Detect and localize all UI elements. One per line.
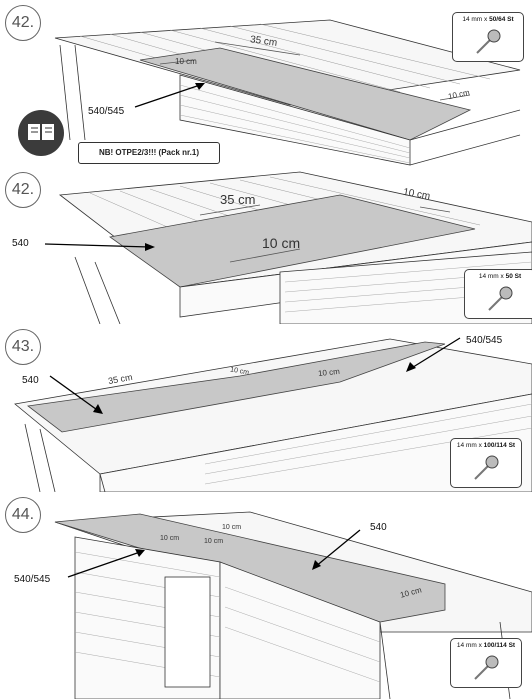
dimension-label: 10 cm [175,57,197,66]
roof-illustration [44,171,532,324]
roof-illustration [54,511,532,699]
step-number: 44. [5,497,41,533]
screw-icon [474,455,499,480]
screw-count: 50 St [505,273,522,280]
dimension-label: 10 cm [160,535,180,542]
screw-spec-box: 14 mm x 50/64 St [452,12,524,62]
screw-size: 14 mm x [456,642,482,649]
screw-spec-box: 14 mm x 100/114 St [450,638,522,688]
dimension-label: 10 cm [262,235,301,251]
step-panel-42a: 42. 540/545 35 cm 10 cm 10 cm 14 mm x 50… [0,0,532,168]
screw-size: 14 mm x [456,442,482,449]
step-panel-42b: 42. 540 35 cm 10 cm 10 cm 14 mm x 50 St [0,167,532,325]
step-number: 42. [5,5,41,41]
manual-book-icon [18,110,64,156]
part-label: 540 [12,238,29,249]
screw-count: 50/64 St [489,16,514,23]
step-panel-43: 43. 540 540/545 35 cm 10 cm 10 cm 14 mm … [0,324,532,493]
roof-illustration [14,337,532,492]
step-number: 43. [5,329,41,365]
screw-size: 14 mm x [462,16,488,23]
part-label: 540/545 [14,574,51,585]
note-box: NB! OTPE2/3!!! (Pack nr.1) [78,142,220,164]
part-label: 540 [22,375,39,386]
screw-count: 100/114 St [483,642,516,649]
step-panel-44: 44. 540/545 540 10 cm 10 cm 10 cm 10 cm … [0,492,532,699]
screw-size: 14 mm x [478,273,504,280]
screw-spec-box: 14 mm x 50 St [464,269,532,319]
screw-icon [474,655,499,680]
dimension-label: 35 cm [220,192,256,207]
part-label: 540 [370,522,387,533]
screw-count: 100/114 St [483,442,516,449]
dimension-label: 10 cm [222,524,242,531]
screw-icon [488,286,513,311]
roof-illustration [54,19,521,166]
part-label: 540/545 [466,335,503,346]
screw-icon [476,29,501,54]
screw-spec-box: 14 mm x 100/114 St [450,438,522,488]
part-label: 540/545 [88,106,125,117]
step-number: 42. [5,172,41,208]
dimension-label: 10 cm [204,538,224,545]
